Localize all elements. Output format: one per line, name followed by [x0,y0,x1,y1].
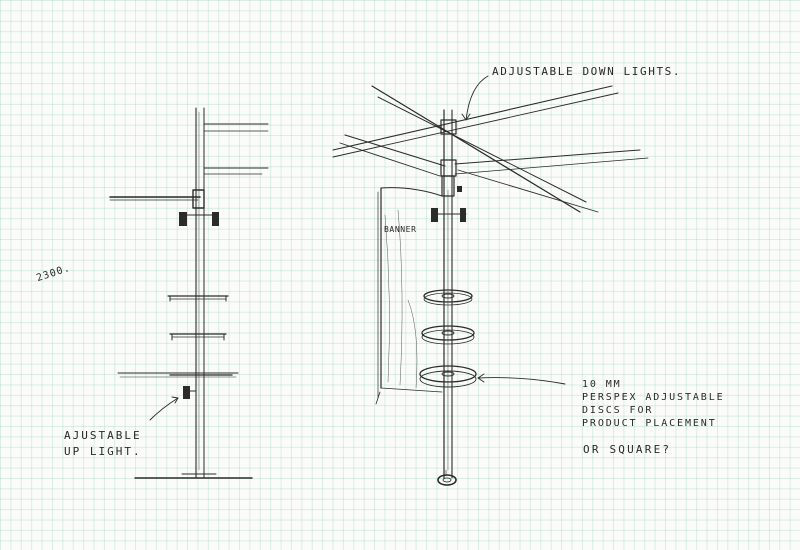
square-question: OR SQUARE? [583,443,672,456]
discs-annotation: 10 mm PERSPEX ADJUSTABLE DISCS FOR PRODU… [582,379,725,429]
uplight-annotation: AJUSTABLE UP LIGHT. [64,429,142,458]
downlights-annotation: ADJUSTABLE DOWN LIGHTS. [492,65,682,78]
banner [375,187,443,405]
elevation-base [134,473,253,479]
elevation-view [109,107,269,479]
perspex-disc-2 [421,325,475,345]
elevation-top-rails [109,123,269,201]
elevation-pole [195,107,205,479]
perspex-disc-1 [423,289,473,306]
uplight-leader-arrow [149,397,179,421]
pole-base [437,469,457,486]
overhead-beams [332,85,649,213]
elevation-shelf-3 [117,372,239,378]
discs-leader-arrow [477,377,566,385]
perspective-view [332,75,649,486]
elevation-shelf-1 [167,295,229,302]
elevation-uplight [183,386,197,399]
downlights-leader-arrow [465,75,489,121]
downlight-fixture [431,175,467,222]
perspex-disc-3 [419,365,477,388]
banner-label: BANNER [384,225,417,234]
elevation-downlight [179,189,219,226]
elevation-shelf-2 [169,333,227,341]
